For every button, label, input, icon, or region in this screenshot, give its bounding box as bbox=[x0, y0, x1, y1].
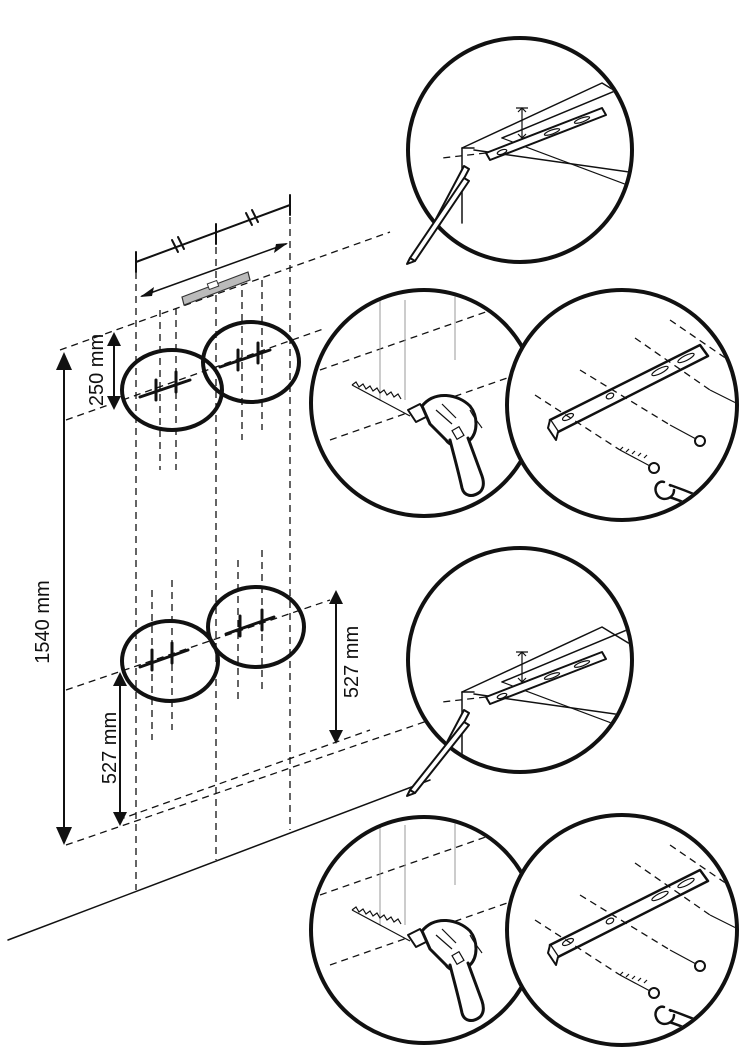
width-dimension bbox=[135, 194, 291, 297]
panel-drill-bottom bbox=[309, 815, 539, 1045]
pencil-marking-bracket-icon bbox=[406, 721, 470, 797]
total-height-label: 1540 mm bbox=[32, 580, 54, 663]
panel-mark-bracket-top bbox=[406, 36, 634, 265]
drill-mark-circles bbox=[120, 320, 306, 703]
lower-left-label: 527 mm bbox=[99, 712, 121, 784]
spirit-level-icon bbox=[181, 271, 251, 306]
pencil-marking-bracket-icon bbox=[406, 177, 470, 265]
dimension-lower-right: 527 mm bbox=[329, 590, 363, 744]
panel-fix-bracket-bottom bbox=[505, 813, 739, 1047]
panel-fix-bracket-top bbox=[505, 288, 739, 522]
dimension-top-spacing: 250 mm bbox=[86, 332, 121, 410]
dimension-total-height: 1540 mm bbox=[32, 352, 72, 845]
dimension-lower-left: 527 mm bbox=[99, 672, 127, 826]
top-spacing-label: 250 mm bbox=[86, 334, 108, 406]
panel-drill-top bbox=[309, 288, 539, 518]
panel-mark-bracket-bottom bbox=[406, 546, 634, 797]
lower-right-label: 527 mm bbox=[341, 626, 363, 698]
